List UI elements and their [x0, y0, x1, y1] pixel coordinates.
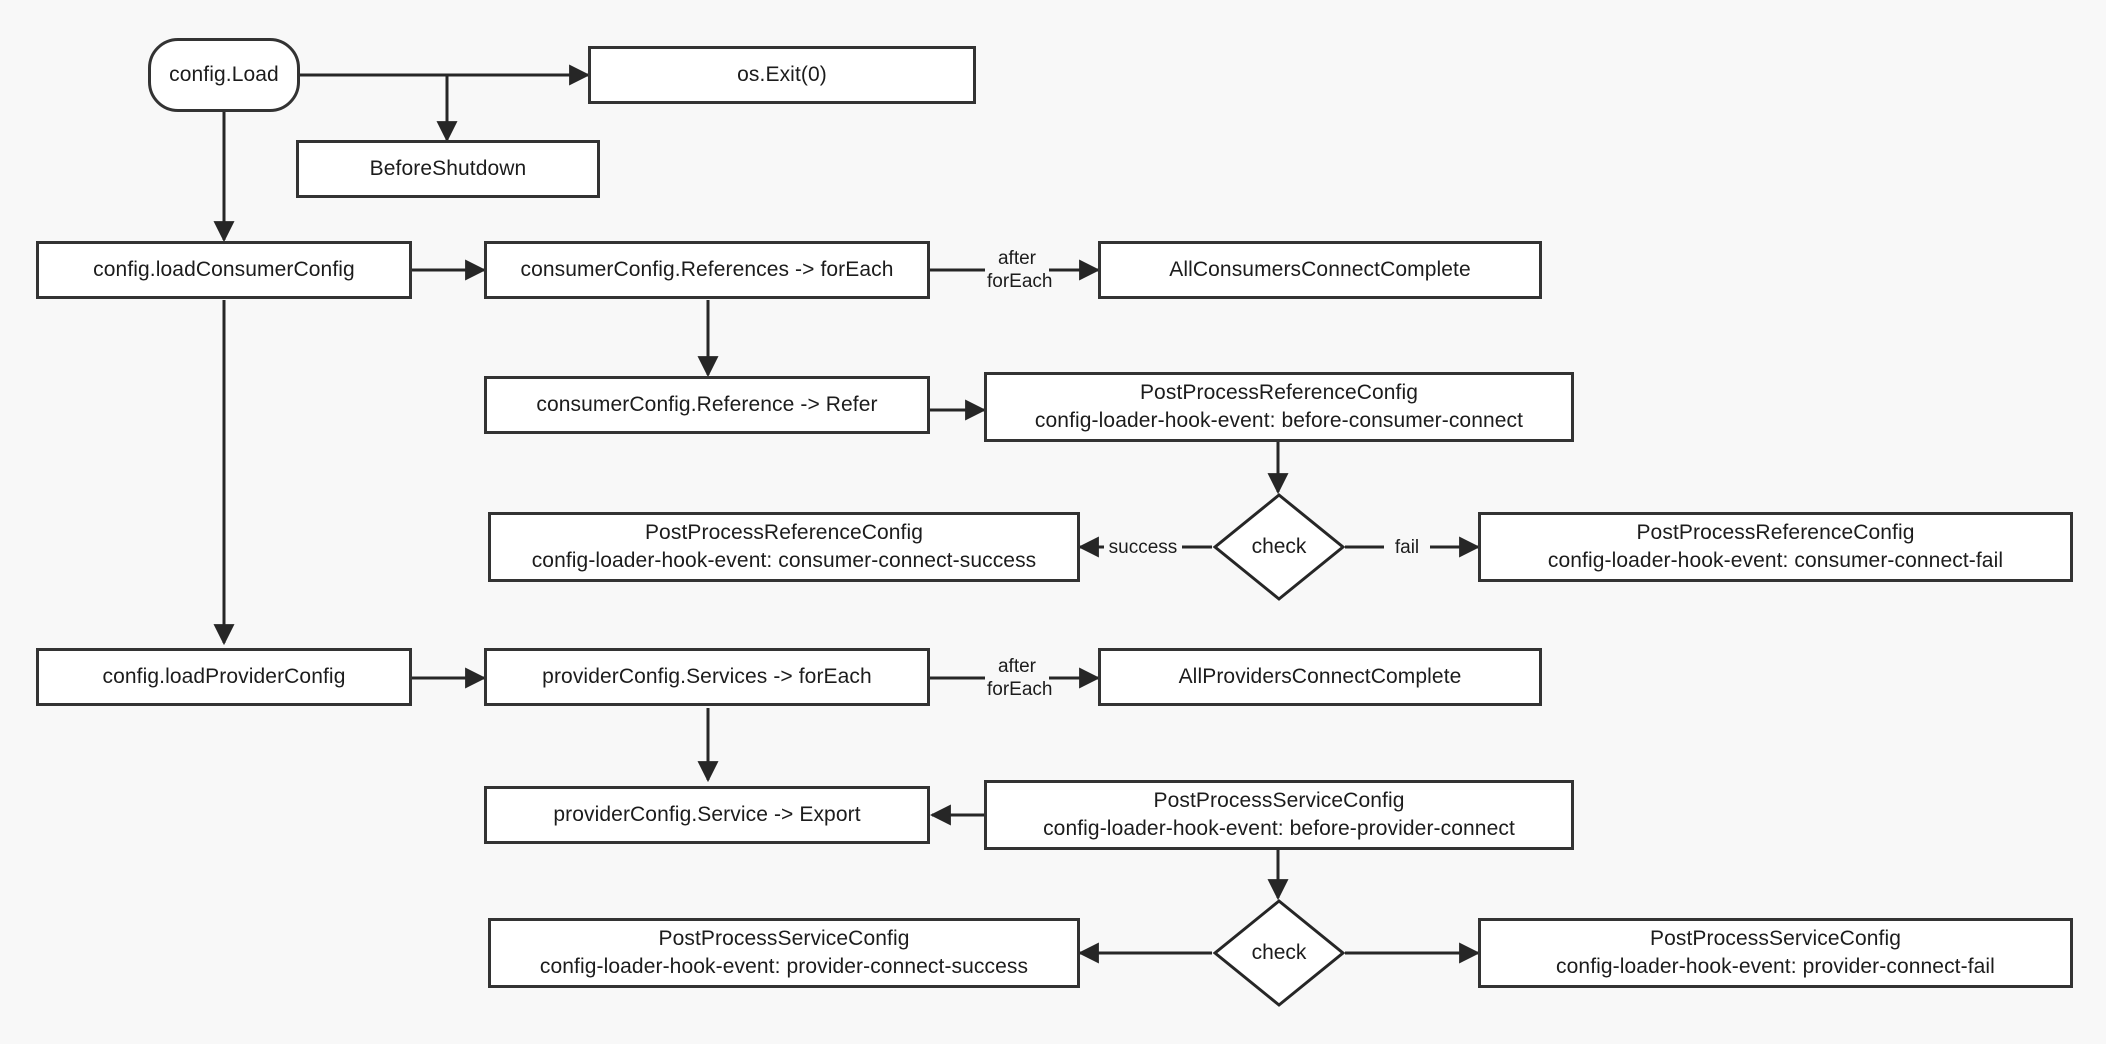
- node-check-provider[interactable]: check: [1212, 898, 1346, 1008]
- node-postprocess-reference-before-consumer-connect[interactable]: PostProcessReferenceConfig config-loader…: [984, 372, 1574, 442]
- node-consumer-references-foreach[interactable]: consumerConfig.References -> forEach: [484, 241, 930, 299]
- node-consumer-reference-refer[interactable]: consumerConfig.Reference -> Refer: [484, 376, 930, 434]
- node-postprocess-reference-consumer-connect-fail[interactable]: PostProcessReferenceConfig config-loader…: [1478, 512, 2073, 582]
- diamond-shape-icon: [1212, 899, 1346, 1007]
- node-postprocess-service-before-provider-connect[interactable]: PostProcessServiceConfig config-loader-h…: [984, 780, 1574, 850]
- node-postprocess-service-provider-connect-success[interactable]: PostProcessServiceConfig config-loader-h…: [488, 918, 1080, 988]
- edge-label-after-foreach-consumer: after forEach: [985, 247, 1053, 294]
- node-postprocess-reference-consumer-connect-success[interactable]: PostProcessReferenceConfig config-loader…: [488, 512, 1080, 582]
- node-check-consumer[interactable]: check: [1212, 492, 1346, 602]
- edge-label-success-consumer: success: [1104, 536, 1182, 560]
- node-before-shutdown[interactable]: BeforeShutdown: [296, 140, 600, 198]
- node-all-consumers-connect-complete[interactable]: AllConsumersConnectComplete: [1098, 241, 1542, 299]
- node-config-load[interactable]: config.Load: [148, 38, 300, 112]
- node-load-consumer-config[interactable]: config.loadConsumerConfig: [36, 241, 412, 299]
- check-provider-label: check: [1251, 941, 1307, 964]
- node-provider-services-foreach[interactable]: providerConfig.Services -> forEach: [484, 648, 930, 706]
- edge-label-after-foreach-provider: after forEach: [985, 655, 1053, 702]
- node-load-provider-config[interactable]: config.loadProviderConfig: [36, 648, 412, 706]
- edge-label-fail-consumer: fail: [1384, 536, 1430, 560]
- node-all-providers-connect-complete[interactable]: AllProvidersConnectComplete: [1098, 648, 1542, 706]
- node-os-exit[interactable]: os.Exit(0): [588, 46, 976, 104]
- check-consumer-label: check: [1251, 535, 1307, 558]
- node-postprocess-service-provider-connect-fail[interactable]: PostProcessServiceConfig config-loader-h…: [1478, 918, 2073, 988]
- diamond-shape-icon: [1212, 493, 1346, 601]
- node-provider-service-export[interactable]: providerConfig.Service -> Export: [484, 786, 930, 844]
